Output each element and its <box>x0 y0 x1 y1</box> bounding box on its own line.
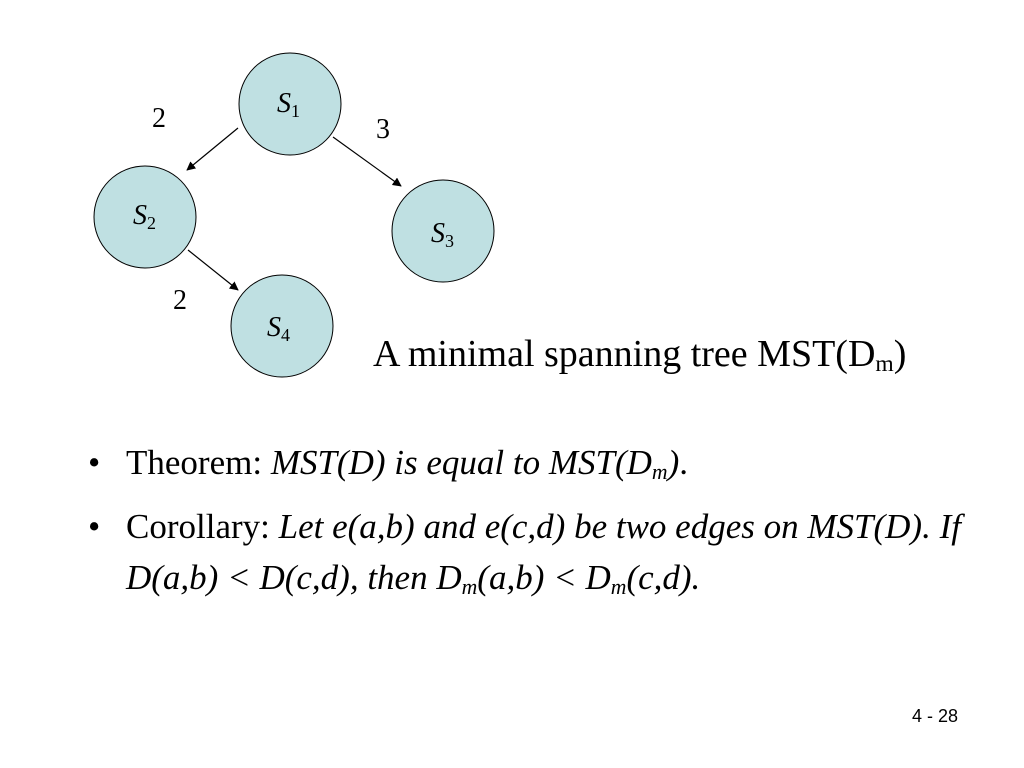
theorem-period: . <box>679 443 688 482</box>
svg-text:S2: S2 <box>133 200 156 233</box>
diagram-caption: A minimal spanning tree MST(Dm) <box>373 332 906 378</box>
svg-text:S4: S4 <box>267 312 290 345</box>
edge-s2-s4 <box>187 249 239 291</box>
node-s1-letter: S <box>277 88 291 119</box>
svg-text:S1: S1 <box>277 88 300 121</box>
page-number: 4 - 28 <box>912 706 959 726</box>
theorem-label: Theorem: <box>126 443 271 482</box>
bullet-symbol: • <box>88 507 101 546</box>
corollary-text-1: Let e(a,b) and e(c,d) be two edges on MS… <box>126 507 961 597</box>
edge-weight-s2-s4: 2 <box>173 285 187 316</box>
node-s2-index: 2 <box>147 213 156 233</box>
edge-weight-s1-s3: 3 <box>376 114 390 145</box>
node-s4-letter: S <box>267 312 281 343</box>
node-s4-index: 4 <box>281 325 290 345</box>
node-s3-index: 3 <box>445 231 454 251</box>
spanning-tree-diagram: 2 3 2 S1 S2 S3 S4 <box>93 52 495 378</box>
bullet-symbol: • <box>88 443 101 482</box>
caption-subscript: m <box>875 351 894 378</box>
corollary-subscript-2: m <box>610 574 627 599</box>
corollary-label: Corollary: <box>126 507 279 546</box>
bullet-list: •Theorem: MST(D) is equal to MST(Dm). •C… <box>88 437 968 616</box>
corollary-subscript-1: m <box>461 574 478 599</box>
node-s1-index: 1 <box>291 101 300 121</box>
bullet-corollary: • Corollary: Let e(a,b) and e(c,d) be two… <box>88 501 968 603</box>
corollary-text-2: (a,b) < D <box>477 558 611 597</box>
svg-text:S3: S3 <box>431 218 454 251</box>
theorem-subscript: m <box>651 459 668 484</box>
edge-weight-s1-s2: 2 <box>152 103 166 134</box>
node-s3: S3 <box>391 179 495 283</box>
theorem-close: ) <box>667 443 680 482</box>
node-s4: S4 <box>230 274 334 378</box>
theorem-statement: MST(D) is equal to MST(Dm) <box>270 443 680 484</box>
caption-text: A minimal spanning tree MST(D <box>373 333 876 375</box>
caption-close: ) <box>893 333 907 375</box>
node-s3-letter: S <box>431 218 445 249</box>
edge-s1-s3 <box>332 136 402 187</box>
bullet-theorem: • Theorem: MST(D) is equal to MST(Dm). <box>88 437 968 488</box>
node-s2-letter: S <box>133 200 147 231</box>
edge-s1-s2 <box>186 127 239 171</box>
node-s2: S2 <box>93 165 197 269</box>
corollary-statement: Let e(a,b) and e(c,d) be two edges on MS… <box>126 507 961 599</box>
corollary-text-3: (c,d). <box>626 558 701 597</box>
theorem-text: MST(D) is equal to MST(D <box>270 443 652 482</box>
node-s1: S1 <box>238 52 342 156</box>
